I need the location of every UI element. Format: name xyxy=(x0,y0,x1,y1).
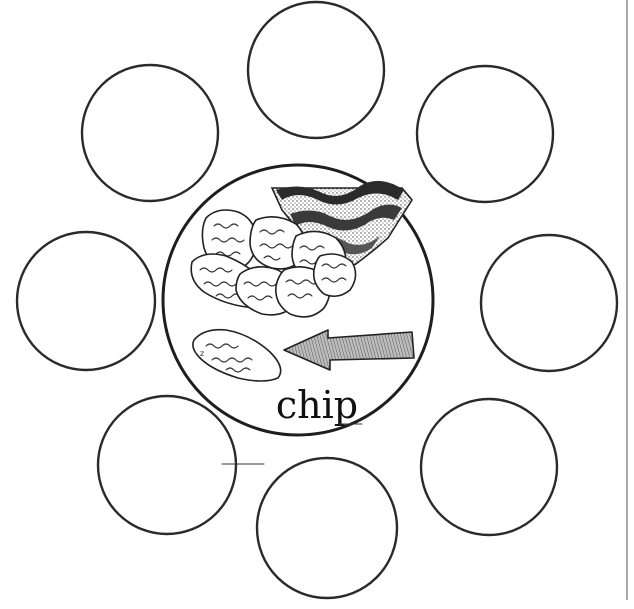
chip-7 xyxy=(314,254,356,296)
empty-circle-top[interactable] xyxy=(248,2,384,138)
empty-circle-lower-left[interactable] xyxy=(98,396,236,534)
empty-circle-bottom[interactable] xyxy=(257,458,397,598)
empty-circle-upper-right[interactable] xyxy=(417,66,553,202)
center-word: chip xyxy=(276,383,358,427)
empty-circle-lower-right[interactable] xyxy=(421,399,557,535)
empty-circle-left[interactable] xyxy=(17,232,155,370)
empty-circle-right[interactable] xyxy=(481,235,617,371)
chip-scribble-mark: z xyxy=(200,349,204,358)
empty-circle-upper-left[interactable] xyxy=(82,65,218,201)
